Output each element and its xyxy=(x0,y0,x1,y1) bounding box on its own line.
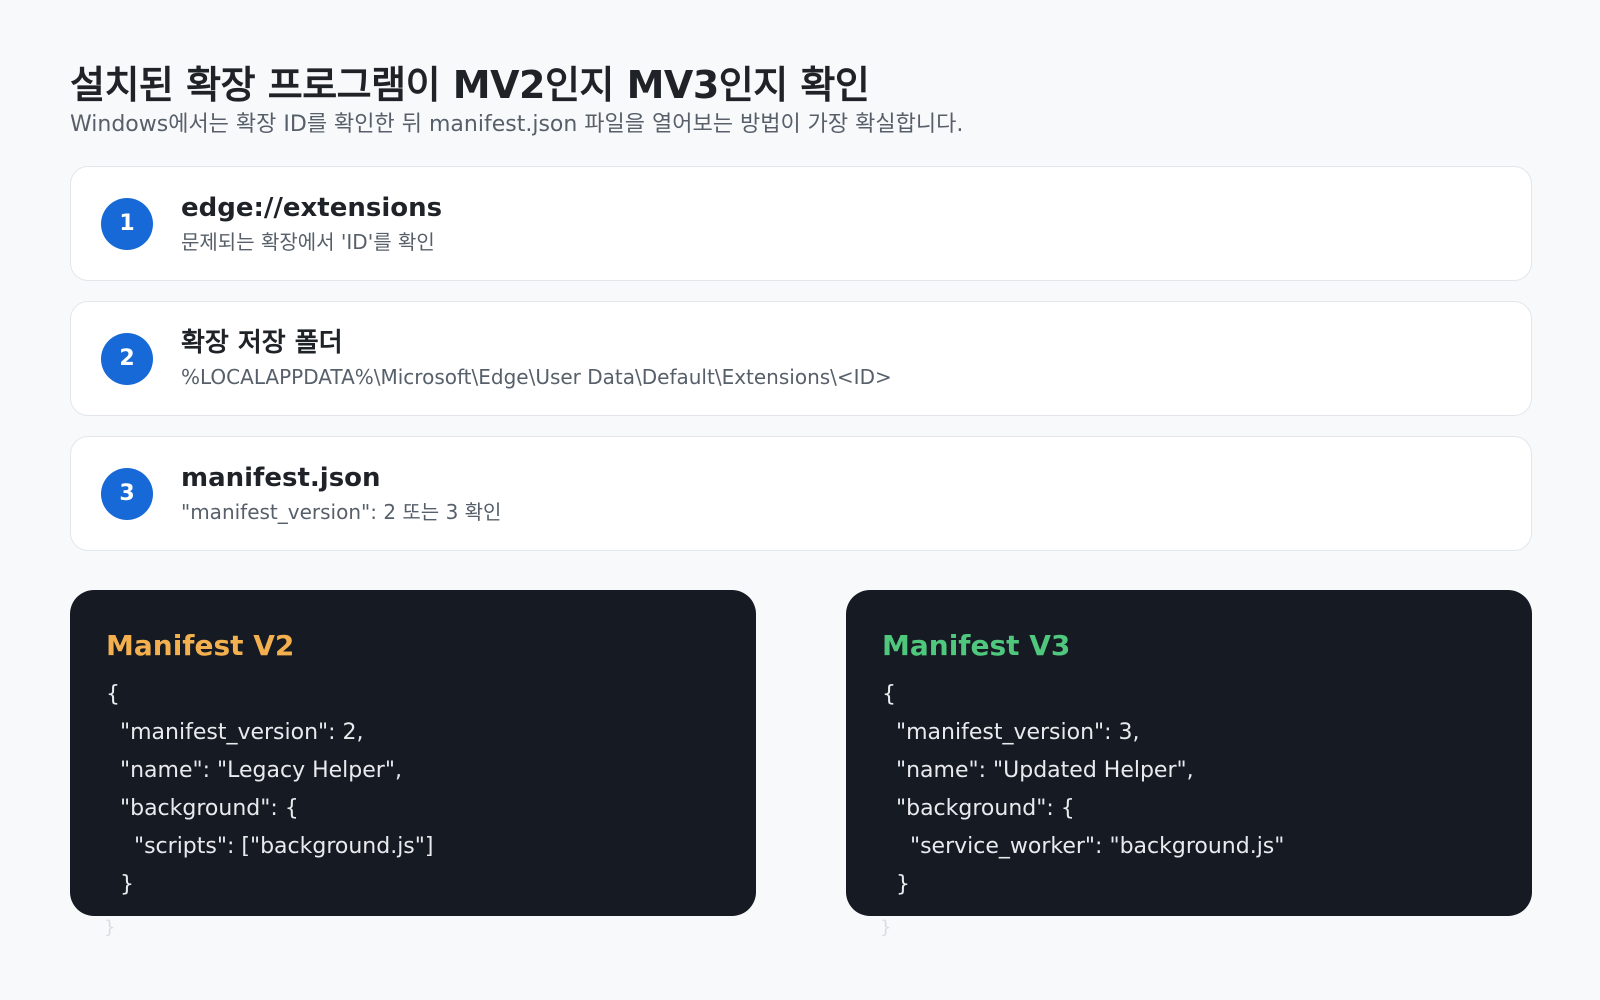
code-line: "service_worker": "background.js" xyxy=(882,834,1285,859)
step-description: "manifest_version": 2 또는 3 확인 xyxy=(181,499,502,524)
overflow-closing-brace: } xyxy=(104,917,116,938)
code-card-title: Manifest V2 xyxy=(106,629,295,662)
code-line: "name": "Updated Helper", xyxy=(882,758,1194,783)
code-line: "manifest_version": 3, xyxy=(882,720,1140,745)
overflow-closing-brace: } xyxy=(880,917,892,938)
step-title: manifest.json xyxy=(181,462,381,493)
code-line: "manifest_version": 2, xyxy=(106,720,364,745)
code-line: "background": { xyxy=(106,796,299,821)
code-line: "name": "Legacy Helper", xyxy=(106,758,402,783)
page-subtitle: Windows에서는 확장 ID를 확인한 뒤 manifest.json 파일… xyxy=(70,112,964,137)
step-card-1: 1 edge://extensions 문제되는 확장에서 'ID'를 확인 xyxy=(70,166,1532,281)
step-title: edge://extensions xyxy=(181,192,443,223)
code-card-title: Manifest V3 xyxy=(882,629,1071,662)
step-number-badge: 2 xyxy=(101,332,153,385)
header: 설치된 확장 프로그램이 MV2인지 MV3인지 확인 Windows에서는 확… xyxy=(70,60,1530,140)
code-line: "scripts": ["background.js"] xyxy=(106,834,434,859)
step-card-3: 3 manifest.json "manifest_version": 2 또는… xyxy=(70,436,1532,551)
code-line: } xyxy=(106,872,134,897)
step-description: %LOCALAPPDATA%\Microsoft\Edge\User Data\… xyxy=(181,364,892,389)
manifest-comparison: Manifest V2 { "manifest_version": 2, "na… xyxy=(70,590,1532,916)
step-text: manifest.json "manifest_version": 2 또는 3… xyxy=(181,461,501,527)
step-number-badge: 3 xyxy=(101,467,153,520)
manifest-v3-code-card: Manifest V3 { "manifest_version": 3, "na… xyxy=(846,590,1532,916)
step-text: edge://extensions 문제되는 확장에서 'ID'를 확인 xyxy=(181,191,442,257)
manifest-v2-code-card: Manifest V2 { "manifest_version": 2, "na… xyxy=(70,590,756,916)
page-title: 설치된 확장 프로그램이 MV2인지 MV3인지 확인 xyxy=(70,63,870,107)
step-number-badge: 1 xyxy=(101,197,153,250)
steps-list: 1 edge://extensions 문제되는 확장에서 'ID'를 확인 2… xyxy=(70,166,1532,571)
code-line: } xyxy=(882,872,910,897)
code-line: { xyxy=(882,682,896,707)
step-title: 확장 저장 폴더 xyxy=(181,327,343,358)
code-line: "background": { xyxy=(882,796,1075,821)
code-line: { xyxy=(106,682,120,707)
step-text: 확장 저장 폴더 %LOCALAPPDATA%\Microsoft\Edge\U… xyxy=(181,326,892,392)
step-card-2: 2 확장 저장 폴더 %LOCALAPPDATA%\Microsoft\Edge… xyxy=(70,301,1532,416)
step-description: 문제되는 확장에서 'ID'를 확인 xyxy=(181,229,435,254)
